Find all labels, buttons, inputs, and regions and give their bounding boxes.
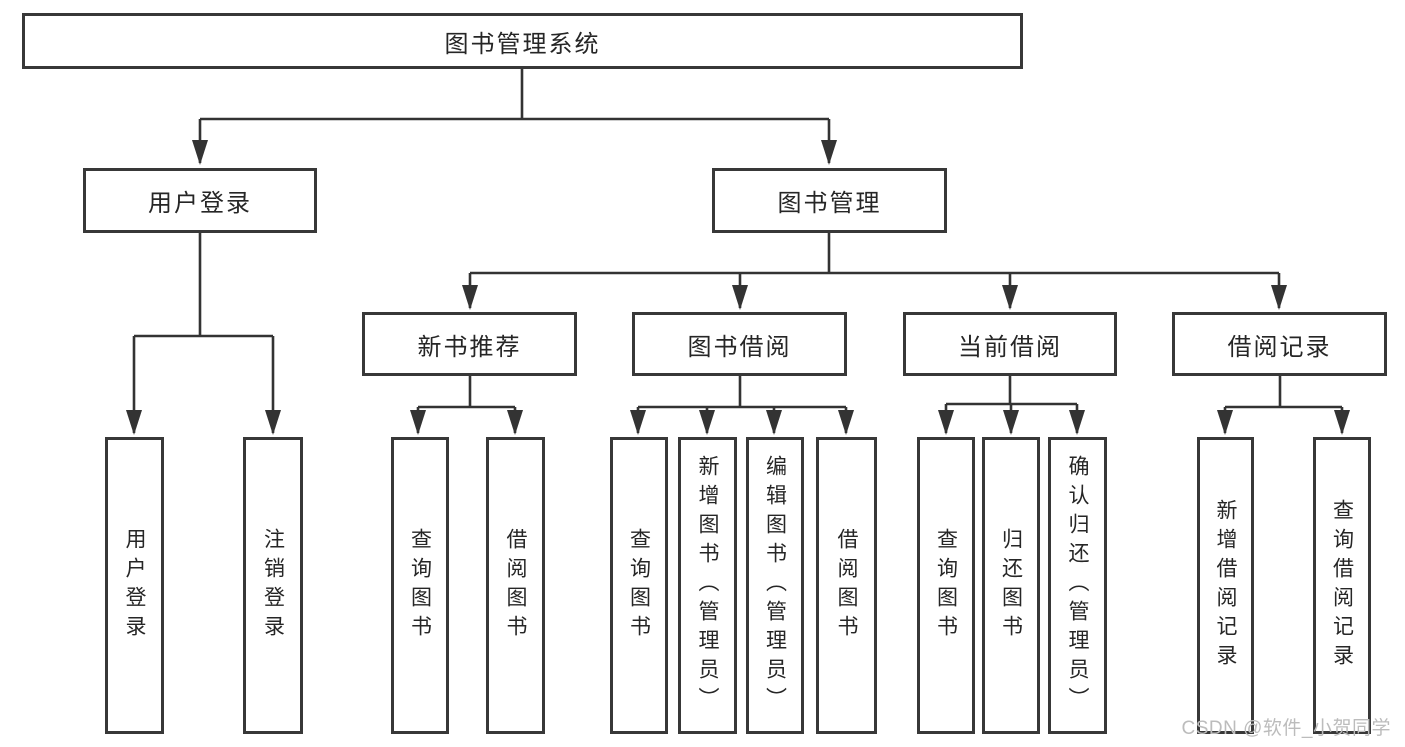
node-leaf-query-book-current: 查询图书 (917, 437, 975, 734)
node-label: 新增借阅记录 (1214, 498, 1237, 673)
node-label: 借阅图书 (835, 527, 858, 644)
node-leaf-add-borrow-record: 新增借阅记录 (1197, 437, 1254, 734)
node-label: 图书管理 (777, 190, 882, 217)
node-leaf-query-borrow-record: 查询借阅记录 (1313, 437, 1371, 734)
node-label: 借阅记录 (1227, 333, 1332, 361)
node-leaf-edit-book-admin: 编辑图书（管理员） (746, 437, 804, 734)
node-current-borrowing: 当前借阅 (903, 312, 1117, 376)
node-leaf-borrow-book: 借阅图书 (816, 437, 877, 734)
node-leaf-confirm-return-admin: 确认归还（管理员） (1048, 437, 1107, 734)
node-leaf-borrow-book-recommend: 借阅图书 (486, 437, 545, 734)
node-label: 借阅图书 (504, 527, 527, 644)
node-label: 编辑图书（管理员） (763, 455, 787, 716)
node-leaf-query-book-borrowing: 查询图书 (610, 437, 668, 734)
node-leaf-return-book: 归还图书 (982, 437, 1040, 734)
node-new-book-recommend: 新书推荐 (362, 312, 577, 376)
node-label: 确认归还（管理员） (1066, 455, 1089, 716)
node-leaf-add-book-admin: 新增图书（管理员） (678, 437, 737, 734)
node-label: 用户登录 (123, 527, 146, 644)
node-label: 新增图书（管理员） (696, 455, 719, 716)
node-label: 新书推荐 (417, 333, 522, 361)
node-label: 当前借阅 (958, 333, 1062, 361)
node-label: 查询图书 (627, 527, 651, 644)
node-book-borrowing: 图书借阅 (632, 312, 847, 376)
node-label: 图书借阅 (687, 333, 792, 361)
node-book-management-branch: 图书管理 (712, 168, 947, 233)
node-library-management-system: 图书管理系统 (22, 13, 1023, 69)
node-label: 用户登录 (148, 190, 252, 217)
node-borrowing-records: 借阅记录 (1172, 312, 1387, 376)
node-label: 注销登录 (261, 527, 285, 644)
node-label: 归还图书 (999, 527, 1023, 644)
node-label: 图书管理系统 (444, 30, 601, 58)
csdn-watermark: CSDN @软件_小贺同学 (1181, 718, 1391, 739)
node-label: 查询借阅记录 (1330, 498, 1354, 673)
node-leaf-user-login: 用户登录 (105, 437, 164, 734)
node-label: 查询图书 (934, 527, 958, 644)
node-leaf-query-book-recommend: 查询图书 (391, 437, 449, 734)
node-label: 查询图书 (408, 527, 432, 644)
node-user-login-branch: 用户登录 (83, 168, 317, 233)
node-leaf-logout: 注销登录 (243, 437, 303, 734)
